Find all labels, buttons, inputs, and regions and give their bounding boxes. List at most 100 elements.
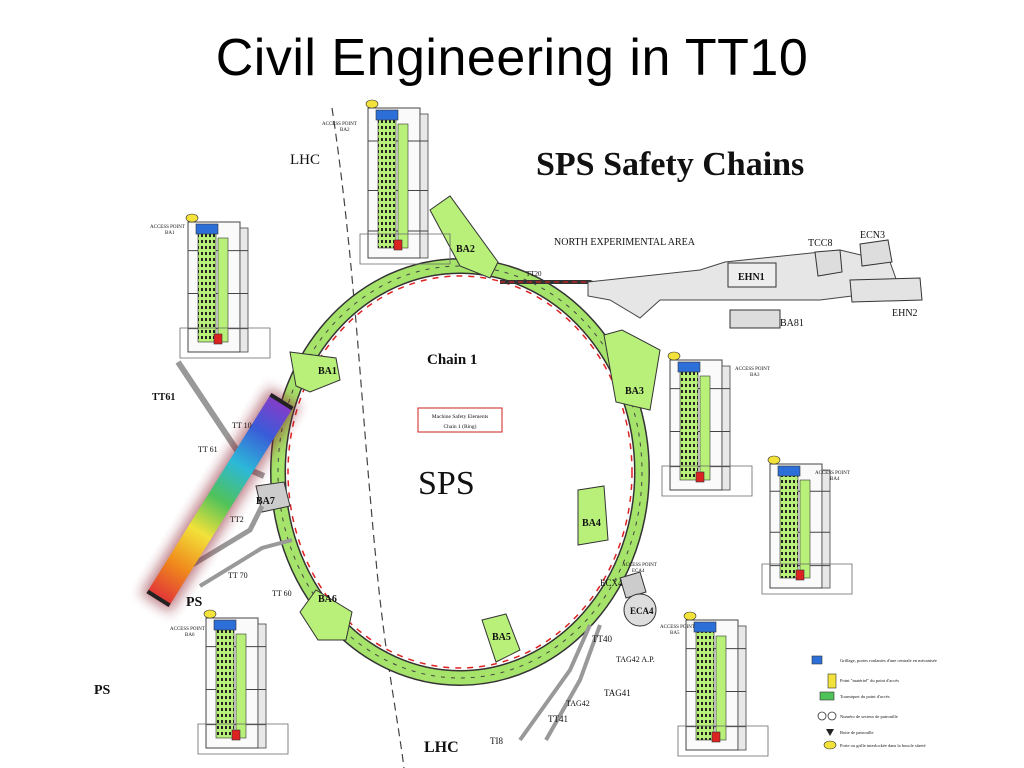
label-eca4: ECA4 bbox=[630, 606, 654, 616]
acc-ba2-l2: BA2 bbox=[340, 128, 350, 133]
label-ba1: BA1 bbox=[318, 366, 337, 377]
diagram-heading: SPS Safety Chains bbox=[536, 146, 804, 183]
access-point-tower-ba2 bbox=[359, 99, 451, 265]
label-ehn1: EHN1 bbox=[738, 272, 765, 283]
acc-ba5-l1: ACCESS POINT bbox=[660, 625, 695, 630]
acc-ba4-l1: ACCESS POINT bbox=[815, 471, 850, 476]
access-point-tower-ba3 bbox=[661, 351, 753, 497]
tt40-tt41-tunnels bbox=[518, 624, 602, 742]
label-ps-a: PS bbox=[186, 595, 203, 610]
legend-item-5: Boite de patrouille bbox=[840, 730, 874, 735]
acc-ba3-l1: ACCESS POINT bbox=[735, 367, 770, 372]
label-ba81: BA81 bbox=[780, 318, 804, 329]
patrol-box-icon bbox=[667, 351, 681, 361]
machine-safety-box-line2: Chain 1 (Ring) bbox=[444, 423, 477, 430]
legend: Grillage, portes roulantes d'une central… bbox=[811, 655, 937, 750]
label-tt61a: TT61 bbox=[152, 392, 175, 403]
label-lhc-bottom: LHC bbox=[424, 739, 459, 756]
label-ba2: BA2 bbox=[456, 244, 475, 255]
legend-icon-boite bbox=[826, 729, 834, 736]
machine-safety-box bbox=[417, 407, 503, 433]
label-ba5: BA5 bbox=[492, 632, 511, 643]
access-point-tower-ba5 bbox=[677, 611, 769, 757]
acc-ba1-l2: BA1 bbox=[165, 231, 175, 236]
ba81-building bbox=[729, 309, 781, 329]
ecx4-building bbox=[619, 571, 647, 599]
label-north-area: NORTH EXPERIMENTAL AREA bbox=[554, 237, 696, 248]
acc-ba6-l1: ACCESS POINT bbox=[170, 627, 205, 632]
ba4-building bbox=[577, 485, 609, 546]
label-tt40: TT40 bbox=[592, 634, 612, 644]
legend-item-6: Porte ou grille interlockée dans la bouc… bbox=[840, 743, 926, 748]
legend-icon-secteur bbox=[817, 711, 827, 721]
slide-title: Civil Engineering in TT10 bbox=[215, 29, 809, 87]
legend-item-4: Numéro de secteur de patrouille bbox=[840, 714, 898, 719]
label-lhc-top: LHC bbox=[290, 152, 320, 168]
ba3-building bbox=[603, 329, 661, 411]
legend-icon-porte bbox=[823, 740, 837, 750]
tt70-tunnel bbox=[198, 538, 293, 588]
legend-icon-materiel bbox=[827, 673, 837, 689]
label-tag42ap: TAG42 A.P. bbox=[616, 655, 655, 664]
patrol-box-icon bbox=[767, 455, 781, 465]
sps-ring-inner bbox=[277, 265, 643, 679]
access-point-tower-ba4 bbox=[761, 455, 853, 595]
access-point-tower-ba6 bbox=[197, 609, 289, 755]
label-tt20: TT20 bbox=[526, 270, 542, 278]
label-tcc8: TCC8 bbox=[808, 238, 832, 249]
ba2-building bbox=[429, 195, 499, 279]
label-tt10: TT 10 bbox=[232, 421, 252, 430]
acc-eca4-l1: ACCESS POINT bbox=[622, 563, 657, 568]
label-ecx4: ECX4 bbox=[600, 578, 623, 588]
acc-ba2-l1: ACCESS POINT bbox=[322, 122, 357, 127]
label-tt41: TT41 bbox=[548, 714, 568, 724]
acc-ba5-l2: BA5 bbox=[670, 631, 680, 636]
patrol-box-icon bbox=[185, 213, 199, 223]
label-ba6: BA6 bbox=[318, 594, 337, 605]
acc-ba1-l1: ACCESS POINT bbox=[150, 225, 185, 230]
ehn2-building bbox=[849, 277, 923, 303]
tcc8-building bbox=[814, 249, 843, 277]
patrol-box-icon bbox=[203, 609, 217, 619]
acc-eca4-l2: ECA4 bbox=[632, 569, 645, 574]
ring-label: SPS bbox=[418, 465, 475, 502]
machine-safety-box-line1: Machine Safety Elements bbox=[432, 413, 489, 420]
access-point-tower-ba1 bbox=[179, 213, 271, 359]
safety-chain-line bbox=[287, 275, 633, 669]
label-ehn2: EHN2 bbox=[892, 308, 918, 319]
label-tt70: TT 70 bbox=[228, 571, 248, 580]
tt10-rainbow-tube bbox=[140, 386, 300, 614]
label-ti8: TI8 bbox=[490, 736, 503, 746]
label-ps-b: PS bbox=[94, 683, 111, 698]
legend-icon-tourniquet bbox=[819, 691, 835, 701]
eca4-cavern bbox=[623, 593, 657, 627]
label-ecn3: ECN3 bbox=[860, 230, 885, 241]
tt2-tunnel bbox=[182, 504, 265, 573]
label-tag42: TAG42 bbox=[566, 699, 590, 708]
label-tag41: TAG41 bbox=[604, 688, 631, 698]
label-ba4: BA4 bbox=[582, 518, 601, 529]
legend-item-2: Point "matériel" du point d'accès bbox=[840, 678, 899, 683]
acc-ba3-l2: BA3 bbox=[750, 373, 760, 378]
label-tt2: TT2 bbox=[230, 515, 244, 524]
ba6-building bbox=[299, 589, 353, 641]
patrol-box-icon bbox=[683, 611, 697, 621]
legend-item-1: Grillage, portes roulantes d'une central… bbox=[840, 658, 937, 664]
label-tt61b: TT 61 bbox=[198, 445, 218, 454]
patrol-box-icon bbox=[365, 99, 379, 109]
acc-ba4-l2: BA4 bbox=[830, 477, 840, 482]
acc-ba6-l2: BA6 bbox=[185, 633, 195, 638]
legend-icon-grille bbox=[811, 655, 823, 665]
chain-label: Chain 1 bbox=[427, 352, 477, 368]
ba7-building bbox=[255, 481, 291, 513]
ehn1-building bbox=[727, 262, 777, 288]
ba1-building bbox=[289, 351, 341, 393]
label-ba7: BA7 bbox=[256, 496, 275, 507]
lhc-boundary bbox=[331, 107, 405, 768]
legend-item-3: Tourniquet du point d'accès bbox=[840, 694, 890, 699]
label-ba3: BA3 bbox=[625, 386, 644, 397]
ba5-building bbox=[481, 613, 521, 663]
ecn3-building bbox=[859, 239, 893, 267]
label-tt60: TT 60 bbox=[272, 589, 292, 598]
